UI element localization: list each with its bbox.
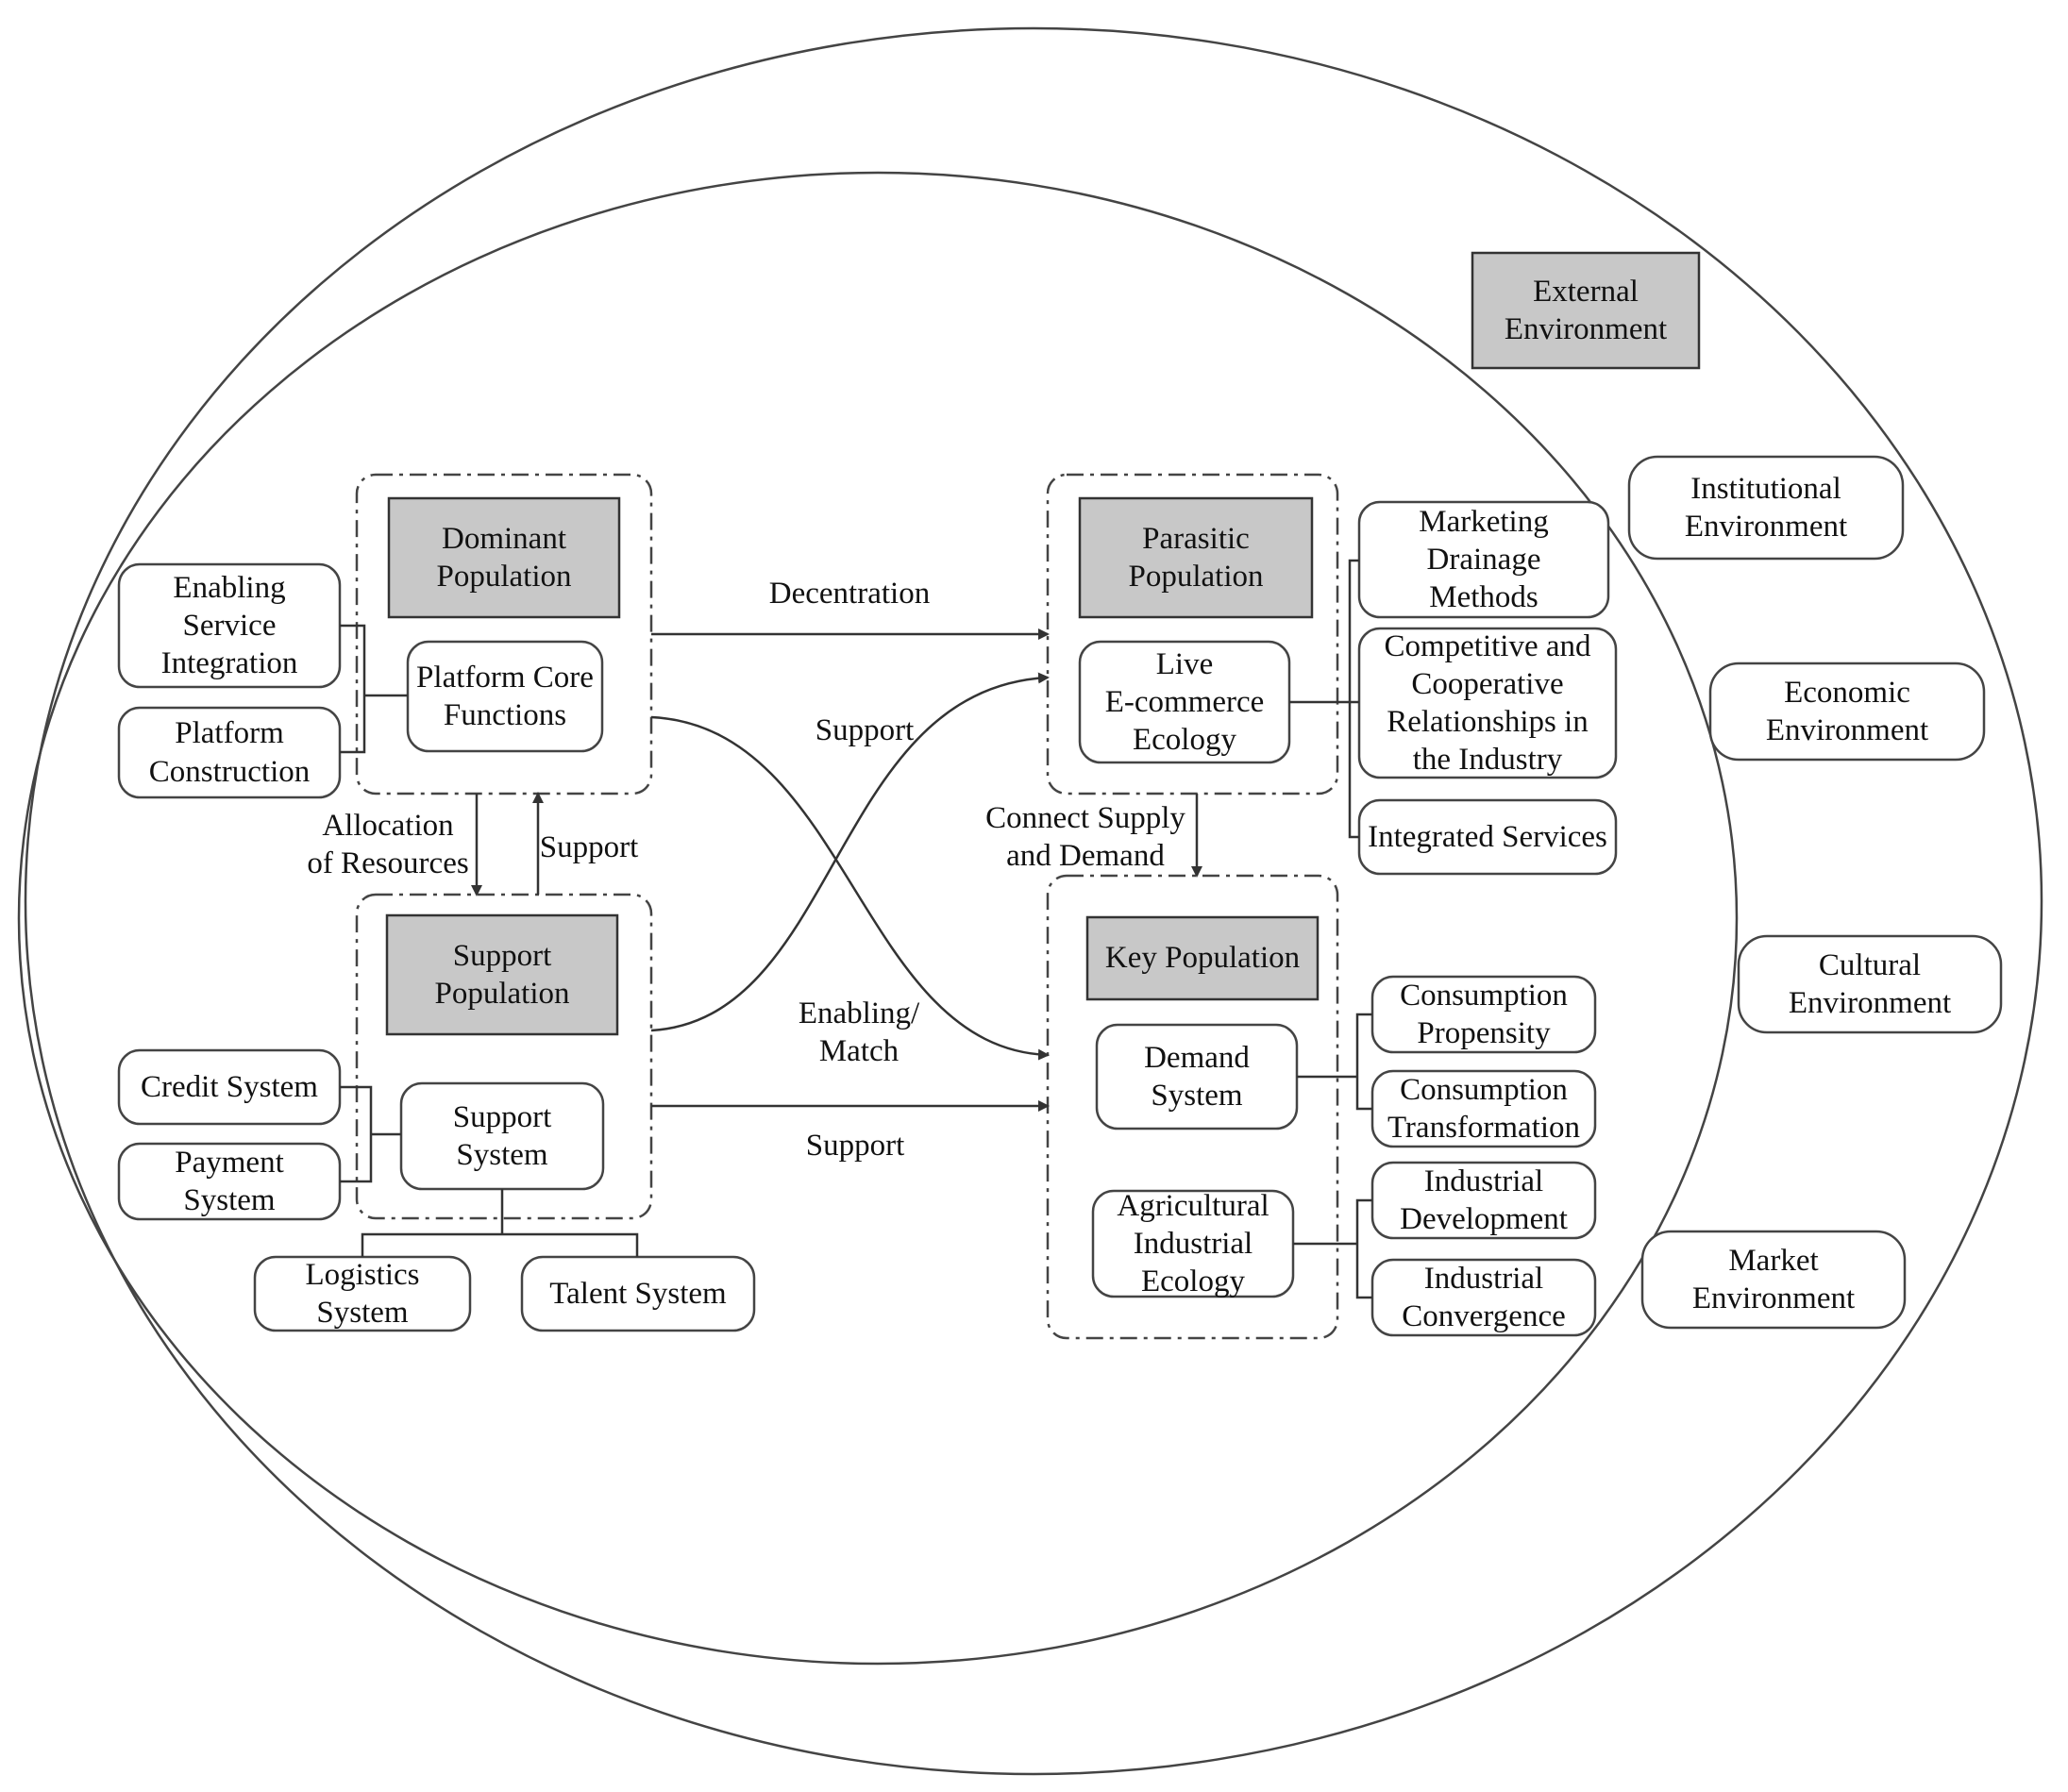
live-ecommerce-ecology-label: Live E-commerce Ecology [1104,646,1265,758]
consumption-propensity-label: Consumption Propensity [1400,978,1568,1050]
demand-bracket [1297,1013,1372,1111]
parasitic-population-container [1046,473,1339,796]
key-population-label: Key Population [1104,941,1301,976]
credit-system-label: Credit System [141,1069,318,1104]
inner-environment-ellipse [17,171,1739,1666]
support-top-label: Support [815,712,915,747]
decentration-label: Decentration [768,576,931,611]
key-population-box [1085,915,1320,1001]
support-population-box [385,913,619,1036]
support-bottom-bracket [361,1189,639,1257]
support-curve [650,672,1050,1032]
cultural-environment-box [1737,934,2003,1034]
agricultural-industrial-ecology-label: Agricultural Industrial Ecology [1117,1188,1269,1299]
competitive-cooperative-label: Competitive and Cooperative Relationship… [1384,628,1591,778]
support-population-label: Support Population [434,938,570,1011]
outer-environment-ellipse [24,26,2043,1776]
enabling-match-label: Enabling/ Match [798,996,920,1068]
demand-system-label: Demand System [1144,1040,1250,1113]
platform-core-functions-label: Platform Core Functions [416,660,594,732]
parasitic-bracket [1289,559,1359,839]
external-environment-box [1471,251,1701,370]
enabling-match-curve [650,715,1050,1061]
allocation-of-resources-label: Allocation of Resources [307,808,469,880]
logistics-system-label: Logistics System [305,1257,420,1330]
market-environment-box [1640,1230,1907,1330]
dominant-population-box [387,496,621,619]
agricultural-bracket [1293,1198,1372,1299]
payment-system-label: Payment System [175,1145,284,1217]
support-system-label: Support System [452,1099,552,1172]
cultural-environment-label: Cultural Environment [1788,947,1952,1020]
parasitic-population-box [1078,496,1314,619]
parasitic-population-label: Parasitic Population [1128,521,1264,594]
support-population-container [355,893,653,1220]
support-vertical-label: Support [539,829,639,864]
economic-environment-label: Economic Environment [1765,675,1929,747]
institutional-environment-label: Institutional Environment [1684,471,1848,544]
industrial-development-label: Industrial Development [1400,1164,1568,1236]
external-environment-label: External Environment [1504,274,1668,346]
marketing-drainage-methods-label: Marketing Drainage Methods [1419,504,1549,615]
integrated-services-label: Integrated Services [1368,819,1607,854]
economic-environment-box [1708,662,1986,762]
connect-supply-demand-label: Connect Supply and Demand [985,800,1185,873]
talent-system-label: Talent System [549,1276,727,1311]
support-bracket [340,1085,401,1183]
enabling-service-integration-label: Enabling Service Integration [160,570,298,681]
industrial-convergence-label: Industrial Convergence [1402,1261,1566,1333]
dominant-bracket [340,624,408,754]
institutional-environment-box [1627,455,1905,561]
platform-construction-label: Platform Construction [148,716,311,789]
consumption-transformation-label: Consumption Transformation [1387,1072,1581,1145]
support-bottom-label: Support [805,1128,905,1163]
dominant-population-container [355,473,653,796]
market-environment-label: Market Environment [1691,1243,1856,1315]
dominant-population-label: Dominant Population [436,521,572,594]
